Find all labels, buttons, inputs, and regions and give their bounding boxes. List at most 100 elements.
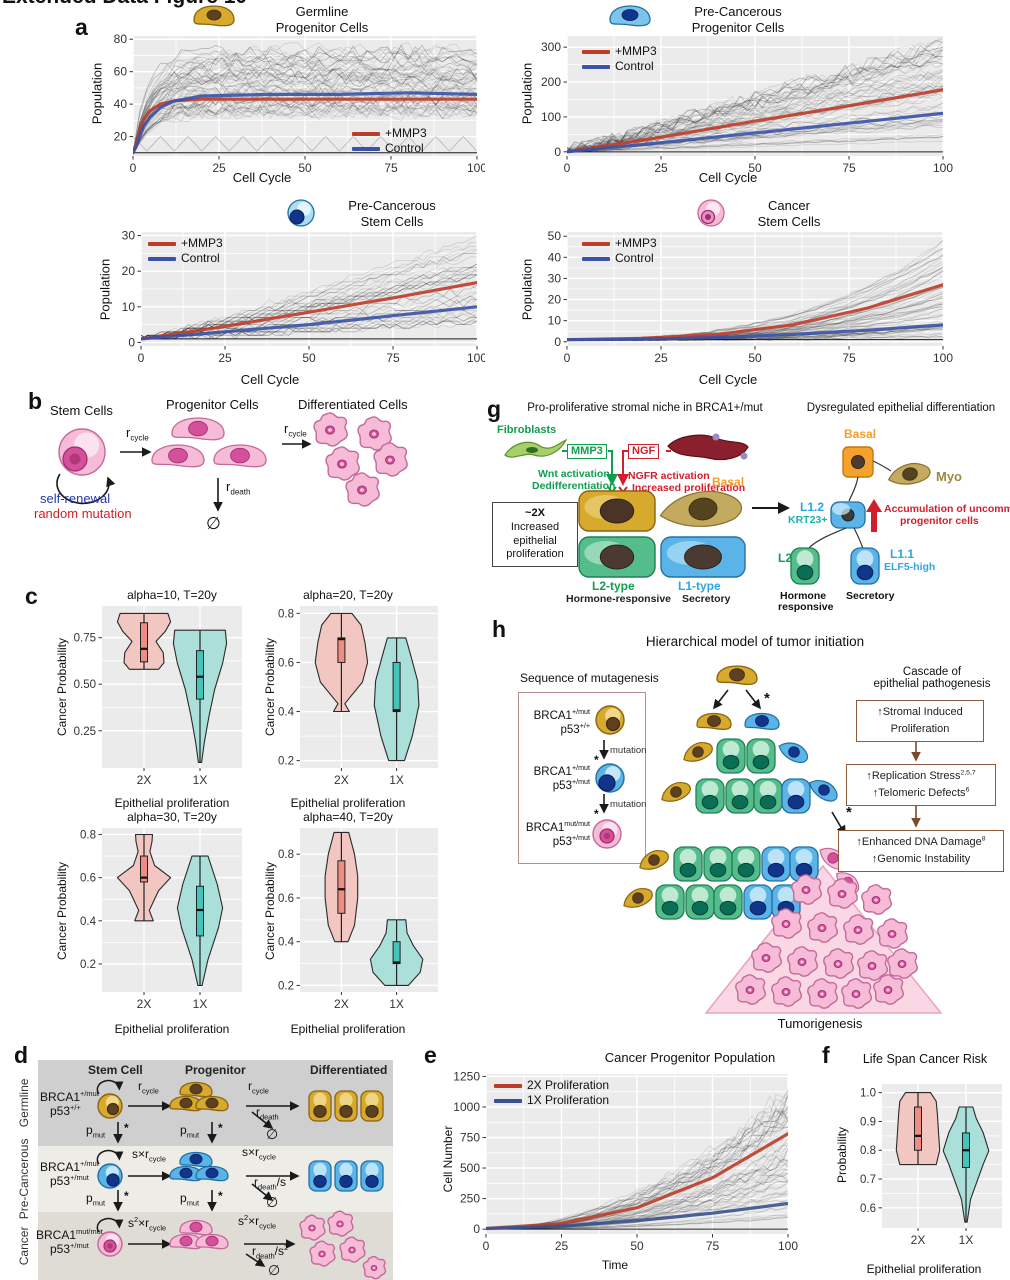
svg-text:20: 20 <box>114 130 128 144</box>
svg-text:0.8: 0.8 <box>80 829 96 841</box>
l12-label: L1.2 <box>800 500 825 514</box>
svg-text:0.2: 0.2 <box>278 980 294 992</box>
chart-a3-title-line2: Stem Cells <box>360 213 424 229</box>
mutagenesis-box <box>518 692 646 864</box>
svg-text:0.8: 0.8 <box>278 608 294 620</box>
asterisk: * <box>594 807 599 821</box>
r-death-label: rdeath/s <box>254 1175 286 1192</box>
header-stem-cell: Stem Cell <box>88 1063 143 1077</box>
tumorigenesis-label: Tumorigenesis <box>777 1016 863 1031</box>
sequence-of-mutagenesis-label: Sequence of mutagenesis <box>520 671 659 685</box>
svg-text:0: 0 <box>564 351 571 365</box>
elf5-label: ELF5-high <box>884 561 936 573</box>
genotype: BRCA1+/mut <box>40 1089 99 1104</box>
chart-c3-ylabel: Cancer Probability <box>55 861 69 961</box>
svg-text:2X: 2X <box>137 773 152 787</box>
svg-text:0.9: 0.9 <box>860 1116 876 1128</box>
svg-text:100: 100 <box>541 110 561 124</box>
svg-text:100: 100 <box>467 351 485 365</box>
fibroblasts-label: Fibroblasts <box>497 424 557 436</box>
genotype: p53+/mut <box>552 834 590 848</box>
svg-text:0.7: 0.7 <box>860 1174 876 1186</box>
rate-label: s×rcycle <box>132 1147 166 1164</box>
svg-text:50: 50 <box>298 161 312 175</box>
accumulation-label-line2: progenitor cells <box>900 515 979 527</box>
precancerous-stem-cell-icon <box>286 198 316 232</box>
svg-text:300: 300 <box>541 40 561 54</box>
svg-text:40: 40 <box>548 250 562 264</box>
svg-text:0: 0 <box>128 335 135 349</box>
svg-text:100: 100 <box>933 161 953 175</box>
chart-c2-ylabel: Cancer Probability <box>263 637 277 737</box>
chart-a4-title-line2: Stem Cells <box>757 213 821 229</box>
chart-c3-xlabel: Epithelial proliferation <box>114 1022 230 1036</box>
chart-c1-xlabel: Epithelial proliferation <box>114 796 230 810</box>
svg-text:60: 60 <box>114 65 128 79</box>
empty-set-symbol: ∅ <box>266 1126 279 1142</box>
r-cycle-label: rcycle <box>126 425 149 443</box>
svg-text:1X: 1X <box>959 1233 974 1247</box>
hormone-responsive-label: Hormone-responsive <box>566 593 672 605</box>
panel-b-label: b <box>28 388 43 414</box>
chart-a1-xlabel: Cell Cycle <box>232 170 292 185</box>
asterisk: * <box>218 1121 223 1135</box>
svg-text:2X: 2X <box>334 773 349 787</box>
svg-text:0: 0 <box>554 145 561 159</box>
chart-a1-ylabel: Population <box>89 62 105 125</box>
chart-a1-title-line2: Progenitor Cells <box>275 19 369 35</box>
svg-text:100: 100 <box>933 351 953 365</box>
rate-label: rcycle <box>248 1079 269 1096</box>
chart-a4-legend: +MMP3 Control <box>582 236 657 266</box>
chart-c2-title: alpha=20, T=20y <box>303 588 393 602</box>
increased-proliferation-label: Increased proliferation <box>632 482 746 494</box>
svg-text:10: 10 <box>548 314 562 328</box>
progenitor-cells-label: Progenitor Cells <box>166 397 259 412</box>
svg-text:0.6: 0.6 <box>278 893 294 905</box>
svg-text:1.0: 1.0 <box>860 1088 876 1100</box>
g-title-left: Pro-proliferative stromal niche in BRCA1… <box>527 402 763 414</box>
responsive-label: responsive <box>778 601 834 613</box>
svg-text:0.4: 0.4 <box>80 916 97 928</box>
svg-text:750: 750 <box>460 1131 480 1145</box>
self-renewal-label: self-renewal <box>40 491 111 506</box>
asterisk: * <box>124 1189 129 1203</box>
p-mut-label: pmut <box>180 1191 200 1208</box>
legend-control: Control <box>582 59 657 74</box>
p-mut-label: pmut <box>180 1123 200 1140</box>
legend-1x: 1X Proliferation <box>494 1093 609 1108</box>
genotype: p53+/mut <box>50 1241 89 1256</box>
p-mut-label: pmut <box>86 1123 106 1140</box>
svg-text:100: 100 <box>778 1239 798 1253</box>
svg-text:50: 50 <box>748 161 762 175</box>
svg-text:2X: 2X <box>334 997 349 1011</box>
svg-text:0.6: 0.6 <box>278 657 294 669</box>
control-swatch <box>352 146 380 151</box>
chart-c4-ylabel: Cancer Probability <box>263 861 277 961</box>
svg-text:10: 10 <box>122 300 136 314</box>
stem-cells-label: Stem Cells <box>50 403 113 418</box>
chart-a3-title-line1: Pre-Cancerous <box>348 198 436 213</box>
svg-text:2X: 2X <box>137 997 152 1011</box>
chart-e-ylabel: Cell Number <box>441 1125 455 1193</box>
chart-a2-title-line2: Progenitor Cells <box>691 19 785 35</box>
svg-text:250: 250 <box>460 1192 480 1206</box>
svg-text:1X: 1X <box>389 997 404 1011</box>
mmp3-swatch <box>352 131 380 136</box>
rate-label: rcycle <box>138 1079 159 1096</box>
svg-text:0.2: 0.2 <box>278 756 294 768</box>
svg-text:2X: 2X <box>911 1233 926 1247</box>
svg-text:30: 30 <box>548 271 562 285</box>
differentiated-cells-label: Differentiated Cells <box>298 397 408 412</box>
asterisk: * <box>124 1121 129 1135</box>
increased-proliferation-box: ~2X Increased epithelial proliferation <box>492 502 578 567</box>
secretory-label: Secretory <box>682 593 731 605</box>
